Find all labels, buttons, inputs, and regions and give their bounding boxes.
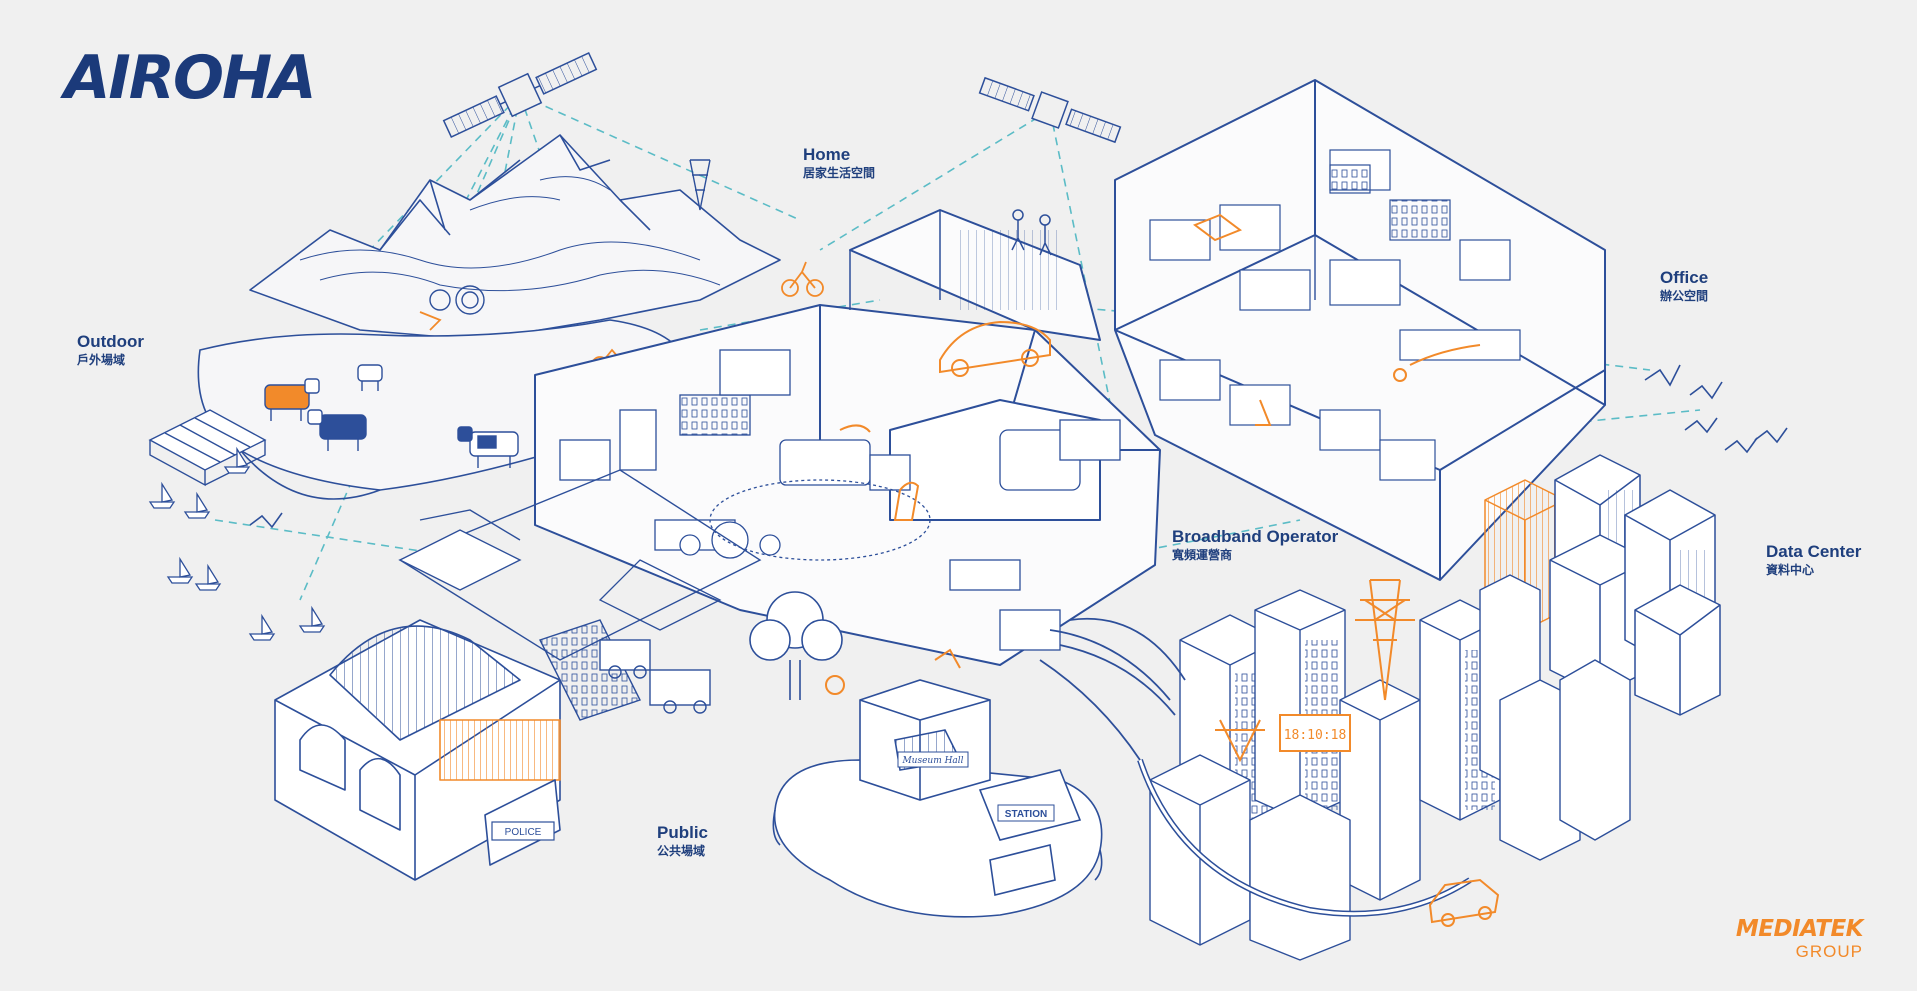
public-station xyxy=(274,619,561,881)
sailboat-icon xyxy=(194,563,222,591)
cables xyxy=(1039,617,1186,761)
zone-label-outdoor: Outdoor 戶外場域 xyxy=(77,331,144,368)
zone-label-office: Office 辦公空間 xyxy=(1660,267,1708,304)
zone-label-data-center: Data Center 資料中心 xyxy=(1766,541,1861,578)
bird-icon xyxy=(1724,437,1758,454)
sailboat-icon xyxy=(166,556,194,584)
cell-tower-icon xyxy=(1215,579,1415,763)
bird-icon xyxy=(1754,427,1788,444)
zone-label-home: Home 居家生活空間 xyxy=(803,144,875,181)
zone-title: Data Center xyxy=(1766,542,1862,561)
pier xyxy=(148,409,267,487)
mediatek-group-logo: MEDIATEK GROUP xyxy=(1718,916,1864,961)
museum-island xyxy=(772,679,1103,918)
public-accents xyxy=(825,648,961,695)
zone-title: Public xyxy=(657,823,709,842)
cell-tower-icon xyxy=(429,159,711,315)
zone-subtitle: 戶外場域 xyxy=(77,353,126,368)
zone-subtitle: 辦公空間 xyxy=(1660,289,1709,304)
office-accents xyxy=(1192,213,1481,426)
sailboats xyxy=(148,446,326,641)
bird-icon xyxy=(1689,381,1723,400)
sailboat-icon xyxy=(148,481,176,509)
mediatek-wordmark: MEDIATEK xyxy=(1735,916,1864,942)
server-rack-icon xyxy=(1634,584,1721,716)
cow-icon xyxy=(457,426,519,468)
satellite-icon xyxy=(978,76,1122,144)
bird-icon xyxy=(1684,417,1718,434)
tree-icon xyxy=(749,591,843,700)
sailboat-icon xyxy=(248,613,276,641)
city-buildings xyxy=(1137,574,1631,961)
group-wordmark: GROUP xyxy=(1795,942,1863,961)
bird-icon xyxy=(1644,364,1681,387)
people xyxy=(1011,209,1052,256)
zone-subtitle: 寬頻運營商 xyxy=(1172,548,1233,563)
car-icon xyxy=(1428,878,1500,927)
clock-display: 18:10:18 xyxy=(1284,728,1347,743)
cow-icon xyxy=(307,409,367,451)
zone-subtitle: 資料中心 xyxy=(1766,563,1815,578)
zone-label-public: Public 公共場域 xyxy=(657,822,708,859)
cow-icon xyxy=(264,378,320,421)
outdoor-mountains xyxy=(249,134,781,341)
airoha-logo: AIROHA xyxy=(64,43,317,113)
police-sign-box: POLICE xyxy=(491,821,555,841)
museum-sign-box: Museum Hall xyxy=(897,751,969,768)
home-accents xyxy=(839,320,1051,521)
satellite-icon xyxy=(442,52,598,138)
station-sign: STATION xyxy=(1005,809,1047,820)
public-street xyxy=(398,469,762,721)
zone-title: Outdoor xyxy=(77,332,145,351)
zone-title: Office xyxy=(1660,268,1709,287)
zone-subtitle: 公共場域 xyxy=(657,844,706,859)
sailboat-icon xyxy=(298,605,326,633)
zone-subtitle: 居家生活空間 xyxy=(803,166,876,181)
zone-title: Home xyxy=(803,145,851,164)
office-furniture xyxy=(1149,149,1521,481)
sailboat-icon xyxy=(223,446,251,474)
museum-sign: Museum Hall xyxy=(901,756,963,766)
birds xyxy=(249,364,1788,529)
sailboat-icon xyxy=(183,491,211,519)
zone-title: Broadband Operator xyxy=(1172,527,1339,546)
cow-icon xyxy=(357,364,383,391)
clock-billboard: 18:10:18 xyxy=(1279,714,1351,752)
zone-label-broadband: Broadband Operator 寬頻運營商 xyxy=(1172,526,1338,563)
police-sign: POLICE xyxy=(505,827,542,838)
bird-icon xyxy=(249,512,283,529)
station-sign-box: STATION xyxy=(997,804,1055,822)
